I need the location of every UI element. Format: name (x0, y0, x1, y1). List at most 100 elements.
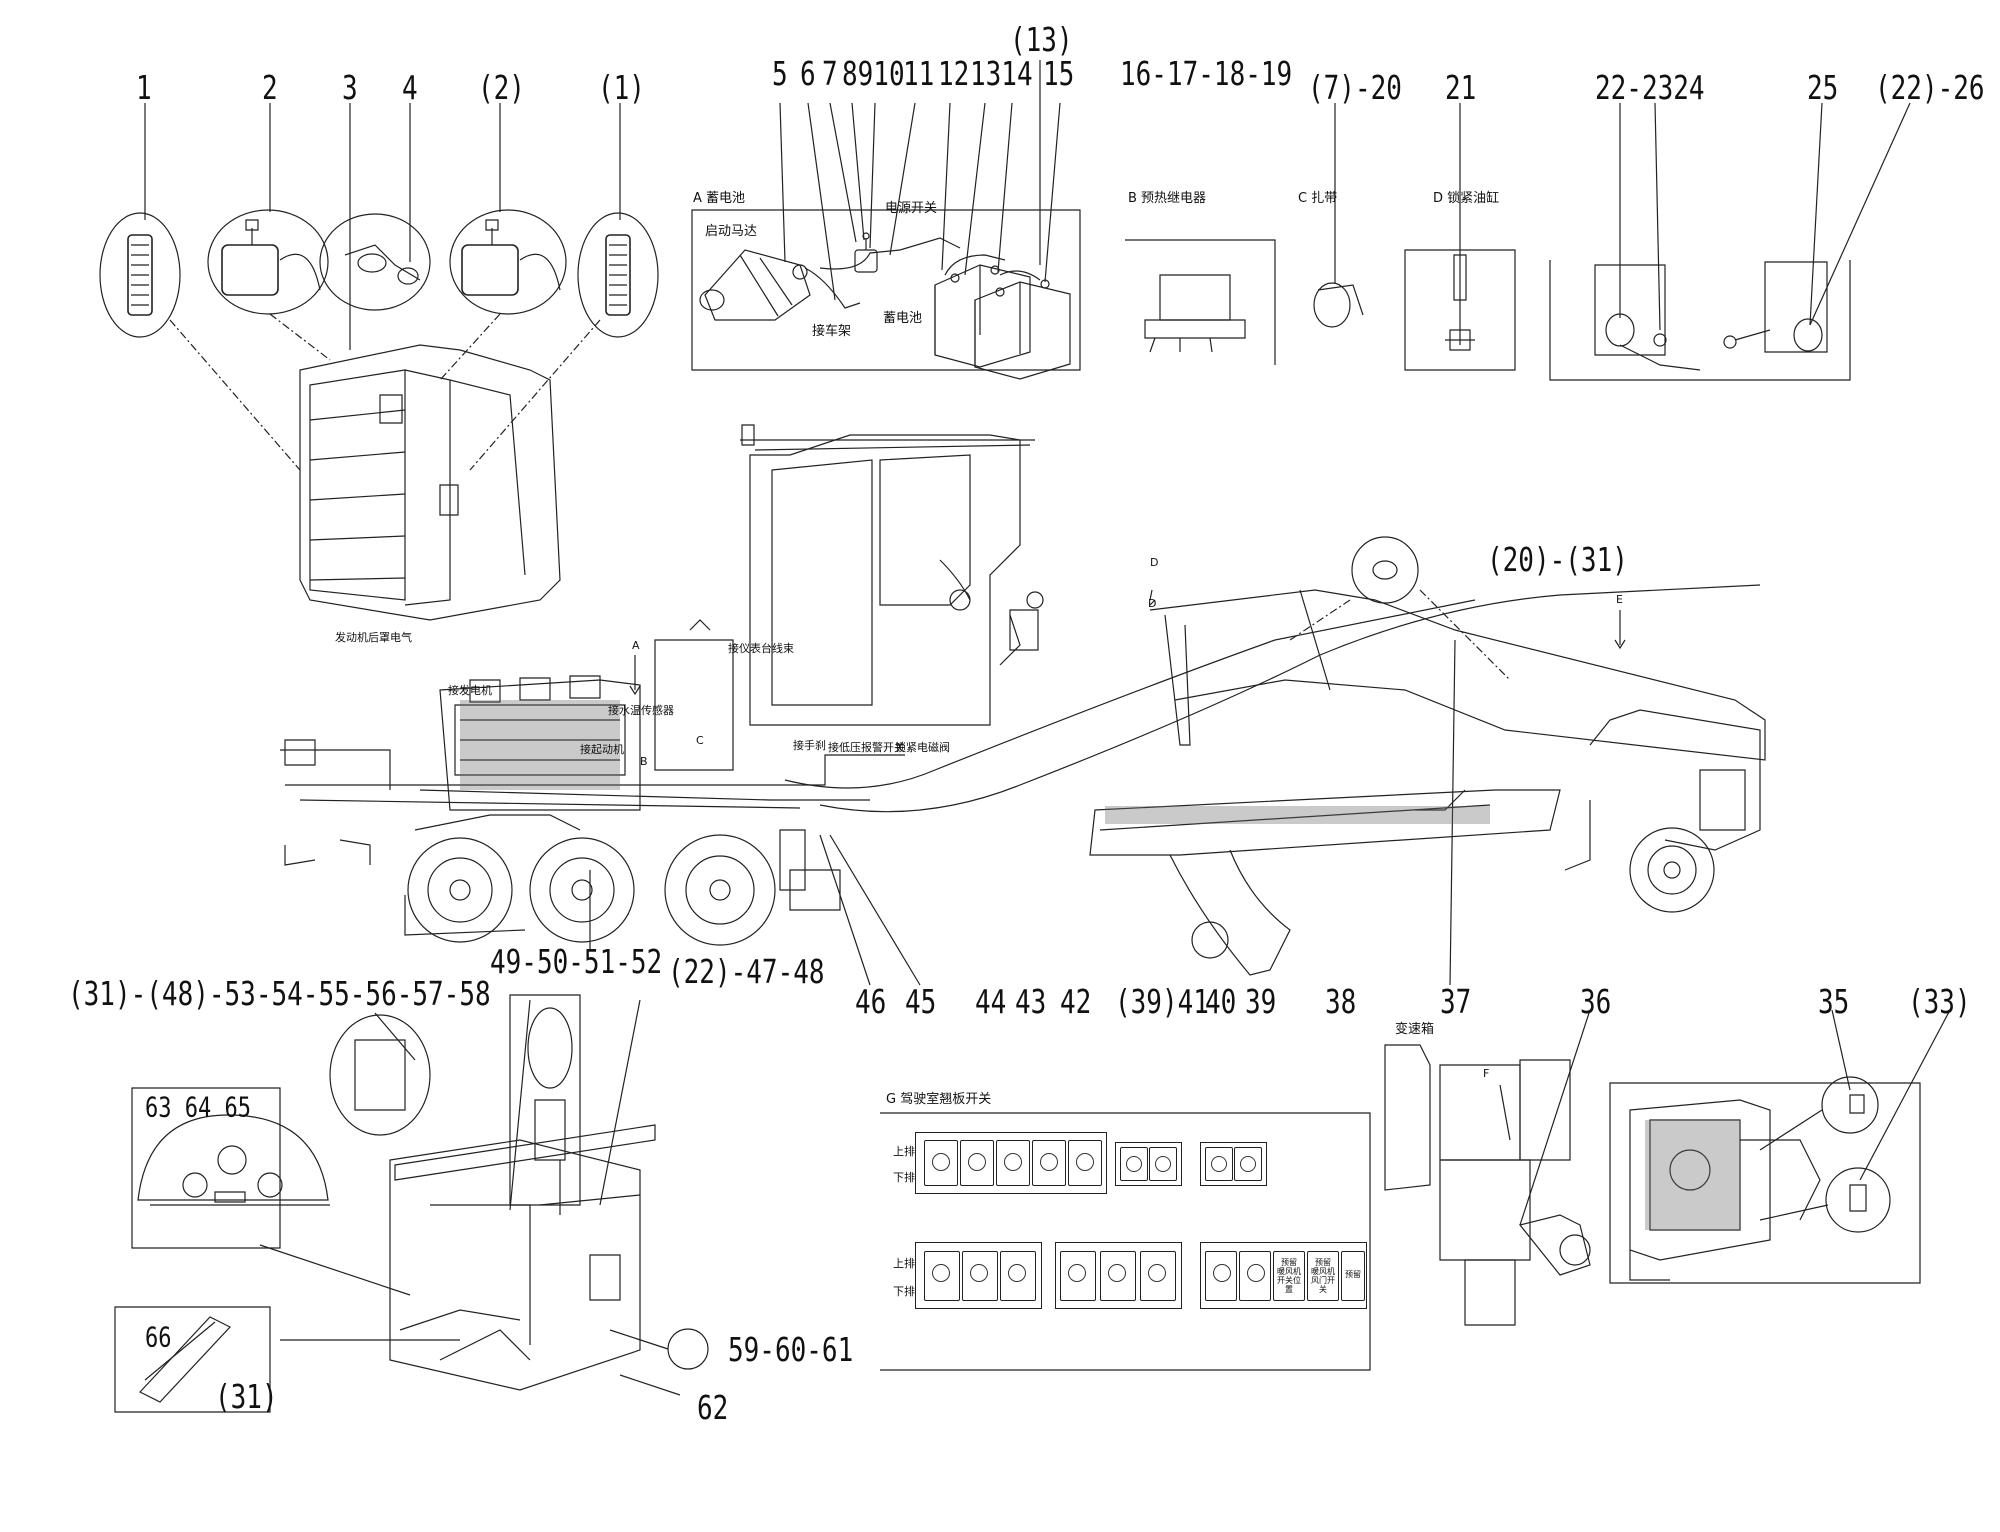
callout-37: 37 (1440, 984, 1472, 1022)
lower-switch-bank-1 (915, 1242, 1042, 1309)
hazard-triangle-icon (932, 1153, 950, 1171)
caption-to-instrument-harness: 接仪表台线束 (728, 642, 794, 655)
callout-43: 43 (1015, 984, 1047, 1022)
callout-11: 11 (903, 56, 935, 94)
caption-to-handbrake: 接手刹 (793, 739, 826, 752)
label-upper-row-1: 上排 (893, 1145, 915, 1158)
headlight-icon (1240, 1156, 1256, 1172)
fan-icon (1008, 1264, 1026, 1282)
reserved-switch-label: 预留 (1345, 1270, 1361, 1279)
lower-switch-4[interactable] (1060, 1251, 1096, 1301)
dashboard-box (132, 1088, 280, 1248)
upper-switch-bank (915, 1132, 1107, 1194)
callout-66: 66 (145, 1322, 172, 1354)
rear-combination-lamp-right-icon (578, 213, 658, 337)
lock-cylinder-detail (1405, 103, 1515, 370)
wiper-icon (1148, 1264, 1166, 1282)
switch-5[interactable] (1068, 1140, 1102, 1186)
callout-35: 35 (1818, 984, 1850, 1022)
engine-rear-hood-drawing (300, 345, 560, 620)
callout-4: 4 (402, 70, 418, 108)
callout-40: 40 (1205, 984, 1237, 1022)
callout-36: 36 (1580, 984, 1612, 1022)
marker-B: B (640, 755, 648, 768)
engine-sensor-detail (1610, 1010, 1950, 1283)
switch-4[interactable] (1032, 1140, 1066, 1186)
switch-1[interactable] (924, 1140, 958, 1186)
lower-switch-1[interactable] (924, 1251, 960, 1301)
turn-left-switch[interactable] (1120, 1147, 1148, 1181)
callout-7: 7 (822, 56, 838, 94)
callout-39: 39 (1245, 984, 1277, 1022)
caption-starter-motor: 启动马达 (705, 224, 758, 239)
caption-to-low-pressure-alarm: 接低压报警开关 (828, 741, 905, 754)
reserved-heater-damper-label: 预留 暖风机 风门开关 (1311, 1258, 1335, 1294)
callout-8910: 8910 (842, 56, 905, 94)
lower-switch-3[interactable] (1000, 1251, 1036, 1301)
callout-21: 21 (1445, 70, 1477, 108)
marker-C: C (696, 734, 704, 747)
lower-switch-bank-3: 预留 暖风机 开关位置 预留 暖风机 风门开关 预留 (1200, 1242, 1367, 1309)
reserved-heater-switch[interactable]: 预留 暖风机 开关位置 (1273, 1251, 1305, 1301)
callout-12: 12 (938, 56, 970, 94)
preheat-relay-detail (1125, 240, 1275, 365)
sensor-detail-box (1550, 103, 1910, 380)
callout-31-58: (31)-(48)-53-54-55-56-57-58 (68, 976, 491, 1014)
fan-icon (1247, 1264, 1265, 1282)
callout-16-19: 16-17-18-19 (1120, 56, 1293, 94)
lower-switch-6[interactable] (1140, 1251, 1176, 1301)
reserved-switch[interactable]: 预留 (1341, 1251, 1365, 1301)
headlight-icon (1004, 1153, 1022, 1171)
callout-15: 15 (1043, 56, 1075, 94)
callout-63-65: 63 64 65 (145, 1092, 251, 1124)
caption-battery-group: A 蓄电池 (693, 191, 746, 206)
callout-1: 1 (136, 70, 152, 108)
rear-lamp-detail-group (100, 103, 658, 620)
lower-switch-8[interactable] (1239, 1251, 1271, 1301)
callout-25: 25 (1807, 70, 1839, 108)
reserved-heater-switch-label: 预留 暖风机 开关位置 (1277, 1258, 1301, 1294)
callout-20-31: (20)-(31) (1487, 542, 1628, 580)
callout-59-61: 59-60-61 (728, 1332, 854, 1370)
caption-cab-switches: G 驾驶室翘板开关 (886, 1092, 992, 1107)
arrow-right-icon (1155, 1156, 1171, 1172)
callout-38: 38 (1325, 984, 1357, 1022)
callout-5: 5 (772, 56, 788, 94)
motor-grader-main-drawing (280, 425, 1765, 985)
callout-39-41: (39)41 (1115, 984, 1209, 1022)
switch-3[interactable] (996, 1140, 1030, 1186)
headlight-icon (1211, 1156, 1227, 1172)
turn-right-switch[interactable] (1149, 1147, 1177, 1181)
fan-icon (1213, 1264, 1231, 1282)
reserved-heater-damper-switch[interactable]: 预留 暖风机 风门开关 (1307, 1251, 1339, 1301)
battery-detail-box (692, 60, 1080, 379)
callout-1b: (1) (598, 70, 645, 108)
label-lower-row-1: 下排 (893, 1171, 915, 1184)
lower-switch-2[interactable] (962, 1251, 998, 1301)
caption-preheat-relay: B 预热继电器 (1128, 191, 1207, 206)
callout-42: 42 (1060, 984, 1092, 1022)
wiring-bracket-icon (320, 214, 430, 310)
marker-D: D (1150, 556, 1159, 569)
callout-44: 44 (975, 984, 1007, 1022)
power-switch-icon (855, 233, 877, 272)
light-switch-1[interactable] (1205, 1147, 1233, 1181)
marker-D2: D (1148, 597, 1157, 610)
label-upper-row-2: 上排 (893, 1257, 915, 1270)
callout-33b: (33) (1908, 984, 1971, 1022)
callout-22-26: (22)-26 (1875, 70, 1985, 108)
callout-6: 6 (800, 56, 816, 94)
callout-13b: (13) (1010, 22, 1073, 60)
tandem-wheels (405, 815, 775, 945)
cab-detail-drawing (115, 995, 708, 1412)
lower-switch-7[interactable] (1205, 1251, 1237, 1301)
caption-to-starter: 接起动机 (580, 743, 624, 756)
caption-cable-tie: C 扎带 (1298, 191, 1338, 206)
light-switch-2[interactable] (1234, 1147, 1262, 1181)
switch-2[interactable] (960, 1140, 994, 1186)
wiper-icon (968, 1153, 986, 1171)
lower-switch-5[interactable] (1100, 1251, 1136, 1301)
wiper-icon (1068, 1264, 1086, 1282)
caption-to-water-temp: 接水温传感器 (608, 704, 674, 717)
